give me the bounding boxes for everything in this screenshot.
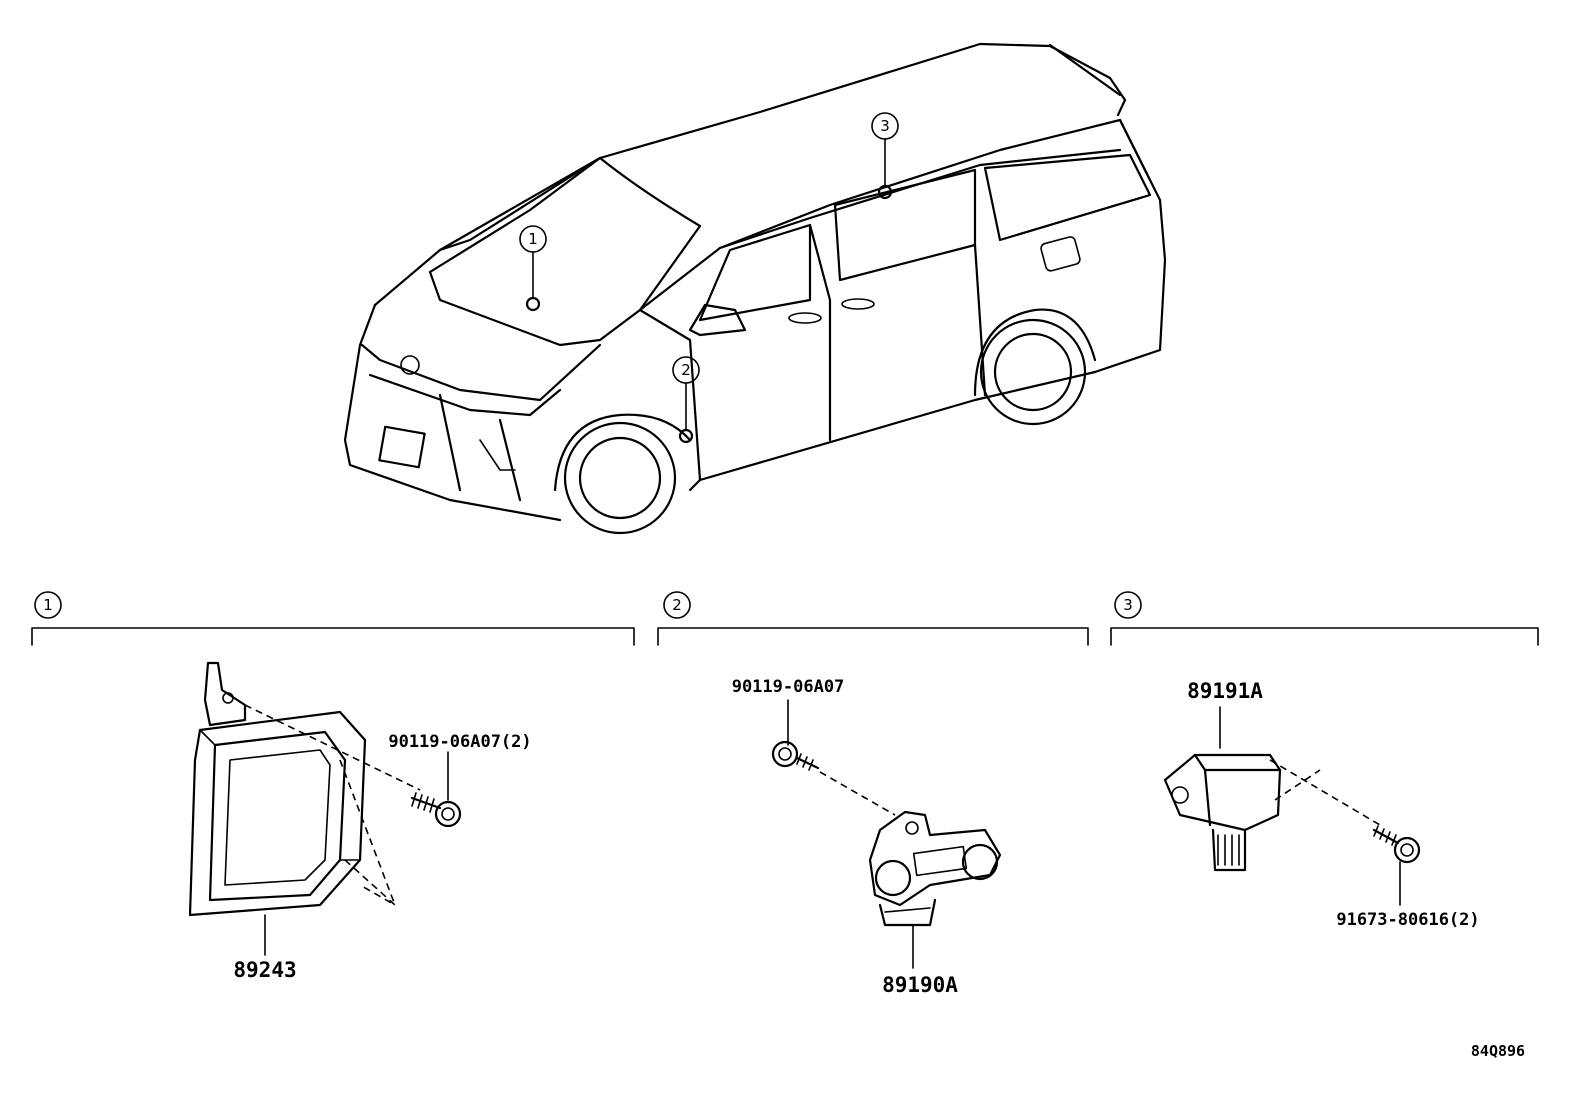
svg-text:1: 1 — [528, 230, 538, 248]
bolt-91673-80616-2 — [1372, 825, 1421, 864]
svg-text:2: 2 — [672, 596, 682, 614]
section-3-header: 3 — [1110, 591, 1539, 646]
svg-text:3: 3 — [1123, 596, 1133, 614]
location-marker-1 — [525, 296, 541, 312]
vehicle-callout-1: 1 — [519, 225, 547, 253]
illustration-reference-code: 84Q896 — [1471, 1042, 1525, 1060]
section-1-header: 1 — [31, 591, 635, 646]
vehicle-illustration: 1 2 3 — [343, 42, 1167, 535]
svg-text:2: 2 — [681, 361, 691, 379]
part-label-89190a: 89190A — [882, 973, 958, 997]
vehicle-callout-3: 3 — [871, 112, 899, 140]
part-label-90119-06a07: 90119-06A07 — [732, 677, 845, 697]
side-impact-sensor-89190a — [868, 810, 1002, 927]
location-marker-2 — [678, 428, 694, 444]
bolt-90119-06a07-2 — [410, 792, 462, 828]
part-label-89243: 89243 — [233, 958, 296, 982]
part-label-91673-80616-2: 91673-80616(2) — [1336, 910, 1479, 930]
side-impact-sensor-89191a — [1163, 753, 1381, 872]
svg-text:3: 3 — [880, 117, 890, 135]
svg-text:1: 1 — [43, 596, 53, 614]
location-marker-3 — [877, 184, 893, 200]
vehicle-callout-2: 2 — [672, 356, 700, 384]
part-label-89191a: 89191A — [1187, 679, 1263, 703]
airbag-control-module-89243 — [188, 661, 421, 917]
bolt-90119-06a07 — [771, 740, 896, 816]
part-label-90119-06a07-2: 90119-06A07(2) — [388, 732, 531, 752]
section-2-header: 2 — [657, 591, 1089, 646]
